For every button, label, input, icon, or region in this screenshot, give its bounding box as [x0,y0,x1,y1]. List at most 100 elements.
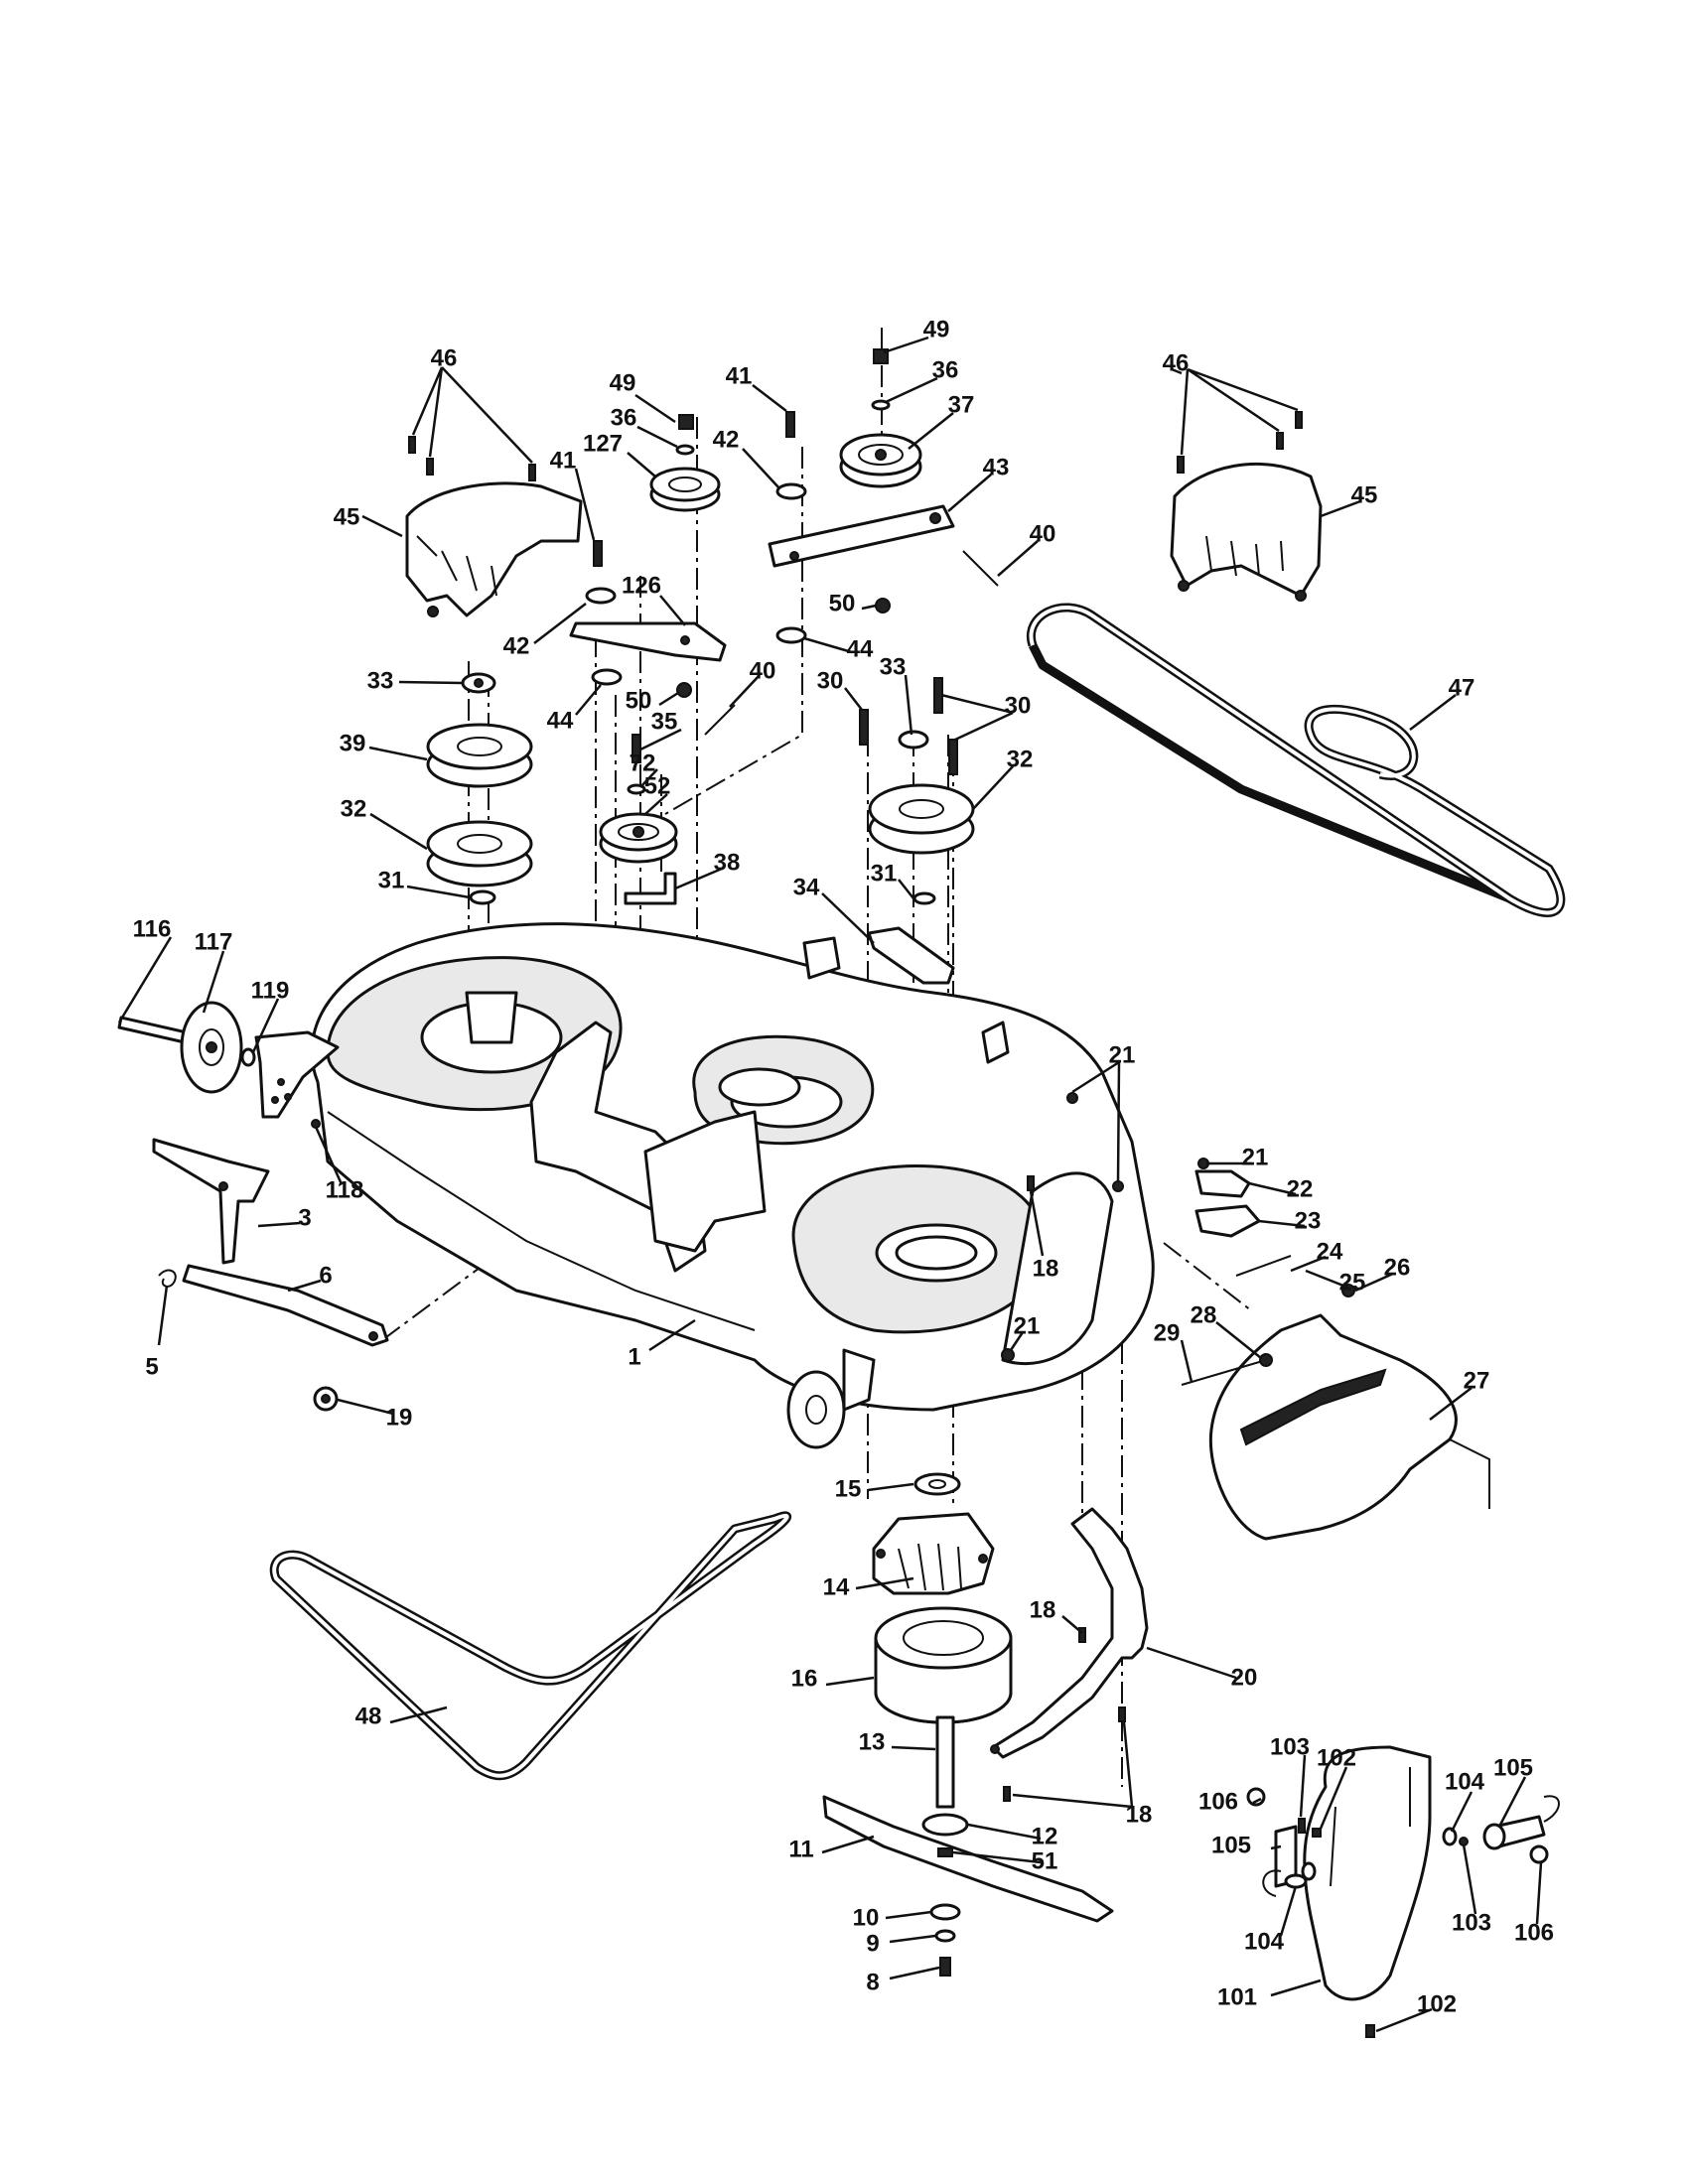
screws-46-right [1177,367,1303,474]
callout-49: 49 [923,316,950,342]
callout-21: 21 [1014,1312,1041,1339]
callout-labels: 4645493612741424936374341126425044404645… [133,316,1554,2017]
pivot-hardware-102-106 [1246,1787,1560,2038]
pulley-52 [599,812,678,864]
callout-118: 118 [326,1176,364,1203]
callout-42: 42 [713,426,740,453]
screws-18 [1003,1175,1126,1802]
blade-hardware-10-9-8 [929,1903,961,1977]
callout-12: 12 [1032,1823,1058,1849]
callout-50: 50 [626,687,652,714]
callout-34: 34 [793,874,820,900]
callout-104: 104 [1445,1768,1485,1795]
callout-46: 46 [431,344,458,371]
pulley-39 [426,723,533,788]
callout-24: 24 [1317,1238,1343,1265]
callout-51: 51 [1032,1847,1058,1874]
callout-3: 3 [298,1204,311,1231]
spindle-shaft-13 [921,1715,969,1837]
callout-27: 27 [1464,1367,1490,1394]
callout-5: 5 [145,1353,158,1380]
callout-36: 36 [932,356,959,383]
callout-50: 50 [829,590,856,616]
callout-40: 40 [1030,520,1056,547]
callout-52: 52 [644,772,671,799]
callout-126: 126 [622,572,661,599]
callout-32: 32 [341,795,367,822]
belt-cover-right [1170,462,1323,602]
callout-38: 38 [714,849,741,876]
pulley-32-right [868,783,975,855]
belt-cover-left [405,481,583,617]
callout-106: 106 [1198,1788,1238,1815]
callout-23: 23 [1295,1207,1322,1234]
callout-42: 42 [503,632,530,659]
callout-127: 127 [583,430,623,457]
callout-1: 1 [628,1343,640,1370]
callout-106: 106 [1514,1919,1554,1946]
callout-105: 105 [1211,1832,1251,1858]
blade-11 [822,1795,1114,1923]
callout-103: 103 [1270,1733,1310,1760]
nut-49-right [871,348,891,411]
callout-104: 104 [1244,1928,1285,1955]
discharge-chute-27 [1181,1313,1490,1541]
deck-belt-48 [269,1511,791,1781]
callout-117: 117 [195,928,233,955]
callout-18: 18 [1033,1255,1059,1282]
callout-103: 103 [1452,1909,1491,1936]
callout-45: 45 [1351,481,1378,508]
callout-101: 101 [1217,1983,1257,2010]
callout-32: 32 [1007,746,1034,772]
drive-belt-47 [1026,603,1566,917]
bolt-19 [313,1386,339,1412]
callout-18: 18 [1030,1596,1056,1623]
callout-37: 37 [948,391,975,418]
pulley-32-left [426,820,533,887]
link-arm-6 [182,1264,389,1347]
callout-6: 6 [319,1262,332,1289]
callout-21: 21 [1242,1144,1269,1170]
hanger-bracket-3 [152,1138,270,1265]
idler-pulley-127 [649,414,721,512]
callout-116: 116 [133,915,172,942]
deflector-101 [1303,1745,1432,2001]
bracket-38 [624,872,677,905]
baffle-20 [990,1507,1149,1759]
callout-20: 20 [1231,1664,1258,1691]
idler-arm-43 [768,504,955,568]
callout-11: 11 [788,1836,813,1862]
callout-72: 72 [630,750,656,776]
callout-102: 102 [1417,1990,1457,2017]
callout-35: 35 [651,708,678,735]
callout-49: 49 [610,369,636,396]
callout-39: 39 [340,730,366,756]
callout-43: 43 [983,454,1010,480]
callout-44: 44 [547,707,574,734]
nut-33-right [898,730,929,750]
bracket-34 [867,926,955,985]
screws-46-left [408,366,536,481]
washer-31-left [469,889,496,905]
callout-10: 10 [853,1904,880,1931]
callout-31: 31 [871,860,898,887]
springs-40 [704,550,999,736]
callout-9: 9 [866,1930,879,1957]
idler-pulley-37 [839,433,922,488]
washers-42-44 [585,482,807,686]
callout-13: 13 [859,1728,886,1755]
bolts-41 [593,411,795,567]
callout-30: 30 [1005,692,1032,719]
callout-36: 36 [611,404,637,431]
callout-15: 15 [835,1475,862,1502]
callout-26: 26 [1384,1254,1411,1281]
callout-105: 105 [1493,1754,1533,1781]
spindle-housing-14 [872,1512,995,1595]
callout-48: 48 [355,1703,382,1729]
callout-47: 47 [1449,674,1475,701]
callout-19: 19 [386,1404,413,1431]
pulley-shield-16 [874,1606,1013,1724]
washer-31-right [912,891,936,905]
callout-18: 18 [1126,1801,1153,1828]
idler-arm-126 [569,621,727,662]
